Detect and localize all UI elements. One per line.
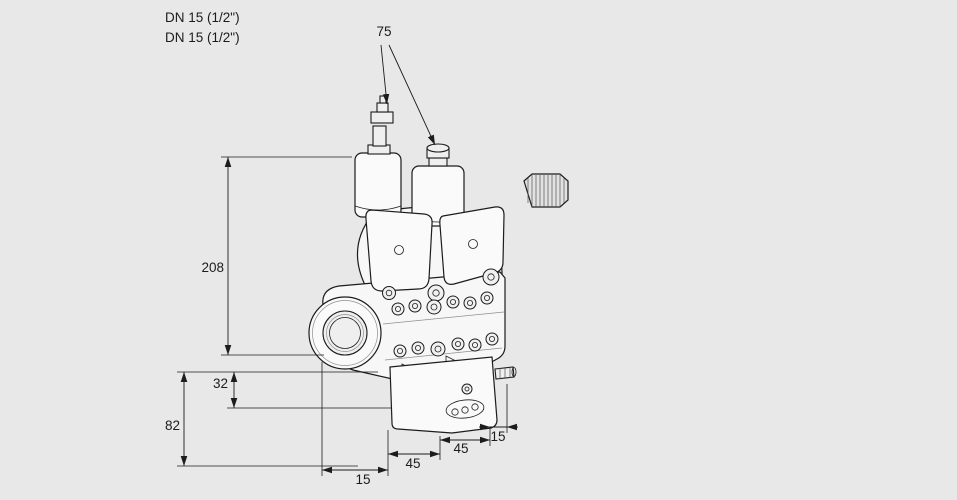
left-actuator xyxy=(354,95,402,218)
bottom-block xyxy=(389,356,517,434)
dim-label-15-left: 15 xyxy=(355,472,370,487)
dimension-208: 208 xyxy=(201,156,352,356)
dim-label-75: 75 xyxy=(376,24,391,39)
dimension-bottom-45-right: 45 xyxy=(440,428,491,456)
flange-port xyxy=(308,296,382,370)
side-fitting xyxy=(494,366,517,380)
dim-label-15-right: 15 xyxy=(490,429,505,444)
valve-assembly xyxy=(308,95,517,434)
dim-label-82: 82 xyxy=(165,418,180,433)
dn-label-2: DN 15 (1/2") xyxy=(165,30,240,45)
dimension-32: 32 xyxy=(213,372,392,409)
dim-label-45-right: 45 xyxy=(453,441,468,456)
body-detail-circles xyxy=(391,291,499,358)
dimension-bottom-45-left: 45 xyxy=(388,436,441,471)
cover-plate-left xyxy=(365,209,433,292)
dim-label-45-left: 45 xyxy=(405,456,420,471)
port-size-labels: DN 15 (1/2") DN 15 (1/2") xyxy=(165,10,240,45)
dimension-82: 82 xyxy=(165,371,378,467)
dimension-bottom-15-right: 15 xyxy=(479,384,518,444)
dn-label-1: DN 15 (1/2") xyxy=(165,10,240,25)
dim-label-32: 32 xyxy=(213,376,228,391)
dim-label-208: 208 xyxy=(201,260,224,275)
dimension-75: 75 xyxy=(376,24,436,146)
dimension-bottom-15-left: 15 xyxy=(321,362,389,487)
coupling-part xyxy=(523,173,569,208)
bolt-circles xyxy=(382,268,500,302)
